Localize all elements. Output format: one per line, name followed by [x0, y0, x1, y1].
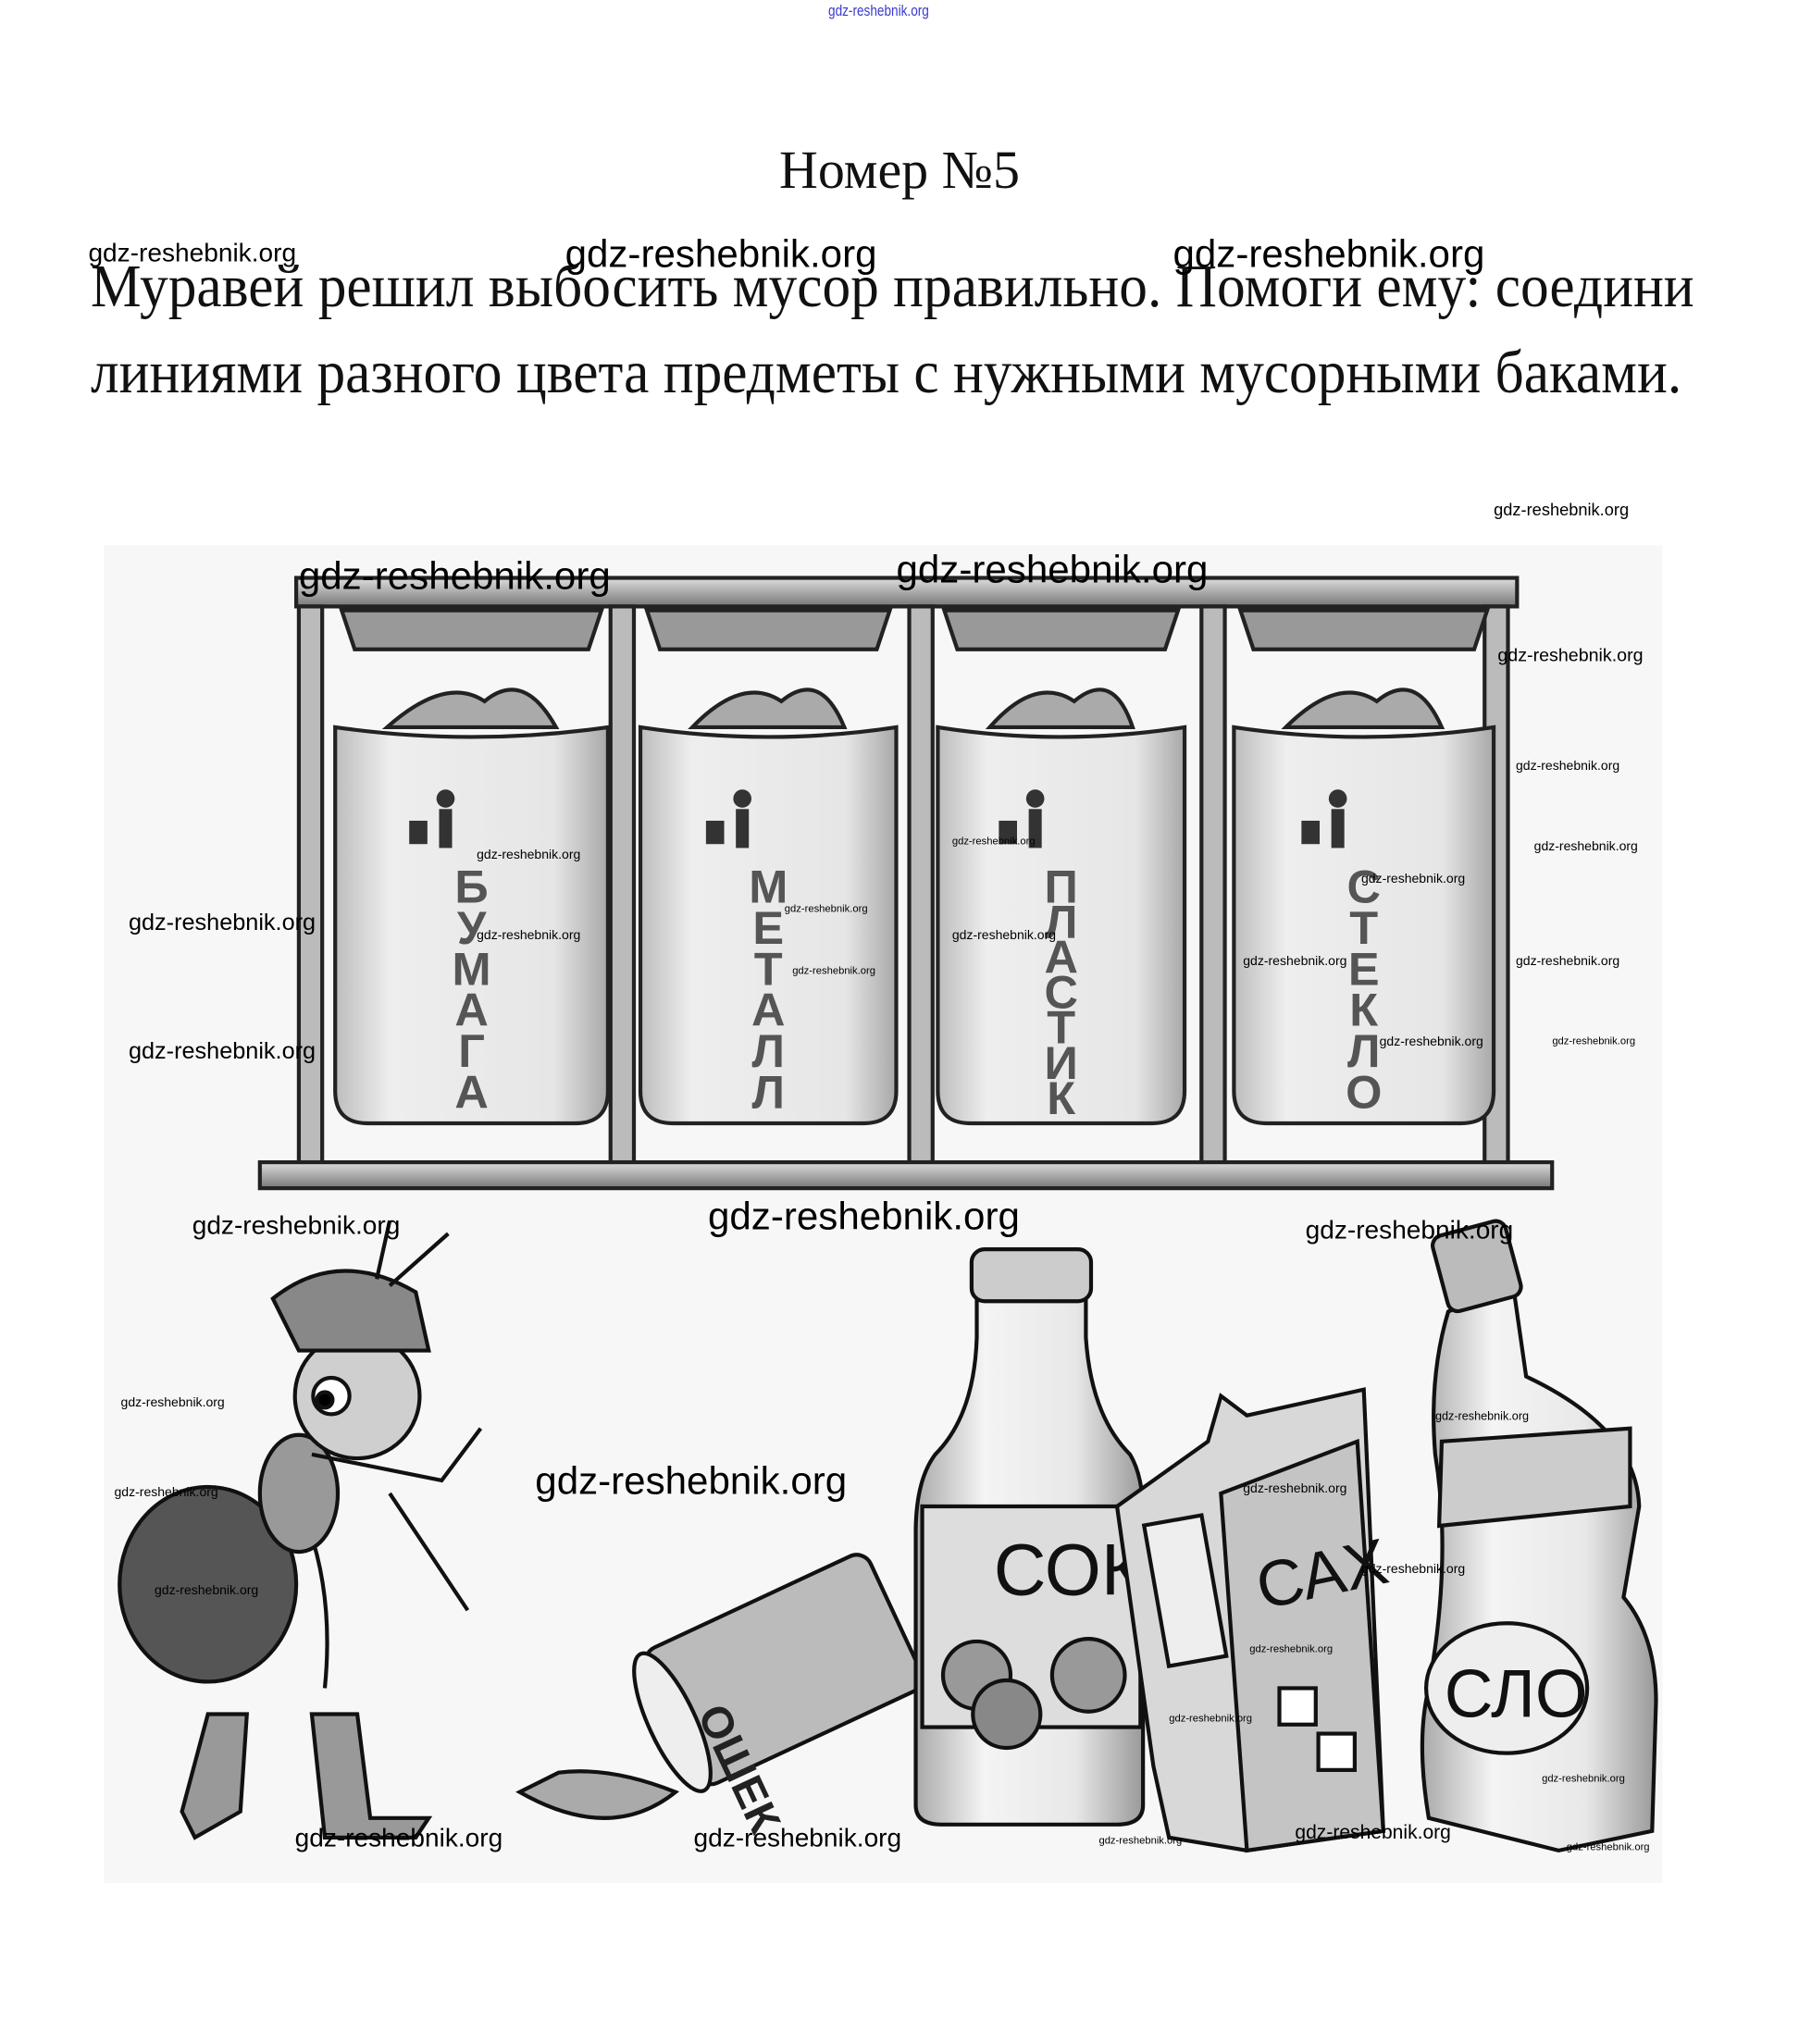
watermark-text: gdz-reshebnik.org: [1516, 758, 1620, 774]
watermark-text: gdz-reshebnik.org: [1360, 1560, 1466, 1576]
trash-person-icon: [409, 789, 455, 849]
watermark-text: gdz-reshebnik.org: [128, 910, 316, 936]
bin-contents: [1281, 688, 1445, 730]
watermark-text: gdz-reshebnik.org: [120, 1394, 225, 1410]
watermark-text: gdz-reshebnik.org: [1434, 1409, 1530, 1423]
watermark-text: gdz-reshebnik.org: [1516, 952, 1620, 968]
watermark-text: gdz-reshebnik.org: [707, 1194, 1020, 1238]
watermark-text: gdz-reshebnik.org: [477, 846, 581, 861]
site-watermark-link[interactable]: gdz-reshebnik.org: [828, 2, 929, 19]
juice-label: СОК: [994, 1529, 1144, 1610]
watermark-text: gdz-reshebnik.org: [1379, 1033, 1483, 1048]
watermark-text: gdz-reshebnik.org: [693, 1822, 902, 1852]
watermark-text: gdz-reshebnik.org: [477, 926, 581, 942]
watermark-text: gdz-reshebnik.org: [1552, 1035, 1636, 1047]
can-lid: [515, 1769, 680, 1820]
trash-person-icon: [999, 789, 1045, 849]
watermark-text: gdz-reshebnik.org: [1243, 1480, 1347, 1495]
watermark-text: gdz-reshebnik.org: [1305, 1215, 1514, 1245]
watermark-text: gdz-reshebnik.org: [784, 902, 868, 914]
watermark-text: gdz-reshebnik.org: [1360, 871, 1466, 886]
watermark-text: gdz-reshebnik.org: [1533, 838, 1638, 854]
watermark-text: gdz-reshebnik.org: [1243, 952, 1347, 968]
watermark-text: gdz-reshebnik.org: [1169, 1713, 1253, 1725]
watermark-text: gdz-reshebnik.org: [1566, 1841, 1650, 1853]
bin-contents: [381, 688, 560, 730]
oil-label: СЛО: [1445, 1656, 1588, 1731]
ant-character: [118, 1220, 483, 1840]
watermark-text: gdz-reshebnik.org: [951, 835, 1036, 847]
watermark-text: gdz-reshebnik.org: [192, 1210, 401, 1240]
watermark-text: gdz-reshebnik.org: [1172, 231, 1485, 276]
watermark-text: gdz-reshebnik.org: [298, 553, 611, 598]
watermark-text: gdz-reshebnik.org: [114, 1483, 218, 1499]
bin-contents: [985, 688, 1135, 730]
watermark-text: gdz-reshebnik.org: [294, 1822, 503, 1852]
watermark-text: gdz-reshebnik.org: [1249, 1642, 1334, 1654]
watermark-text: gdz-reshebnik.org: [951, 926, 1057, 942]
watermark-text: gdz-reshebnik.org: [792, 965, 875, 977]
bin-rack: [257, 576, 1555, 1191]
watermark-text: gdz-reshebnik.org: [1497, 645, 1644, 666]
trash-person-icon: [705, 789, 752, 849]
watermark-text: gdz-reshebnik.org: [1098, 1835, 1183, 1847]
watermark-text: gdz-reshebnik.org: [535, 1458, 848, 1503]
watermark-text: gdz-reshebnik.org: [1542, 1773, 1625, 1785]
watermark-text: gdz-reshebnik.org: [155, 1582, 259, 1598]
exercise-title: Номер №5: [778, 140, 1021, 200]
watermark-text: gdz-reshebnik.org: [88, 238, 297, 267]
task-text-line-2: линиями разного цвета предметы с нужными…: [91, 339, 1682, 406]
watermark-text: gdz-reshebnik.org: [896, 547, 1209, 591]
plastic-oil-bottle: СЛО: [1420, 1219, 1658, 1853]
glass-juice-bottle: СОК: [913, 1246, 1146, 1827]
watermark-text: gdz-reshebnik.org: [128, 1038, 316, 1065]
bin-contents: [688, 688, 848, 730]
sugar-paper-bag: САХ: [1114, 1387, 1394, 1853]
watermark-text: gdz-reshebnik.org: [1494, 499, 1630, 519]
watermark-text: gdz-reshebnik.org: [1295, 1821, 1451, 1843]
trash-person-icon: [1301, 789, 1347, 849]
watermark-text: gdz-reshebnik.org: [565, 231, 877, 276]
task-text-line-1: Муравей решил выбосить мусор правильно. …: [91, 253, 1694, 320]
